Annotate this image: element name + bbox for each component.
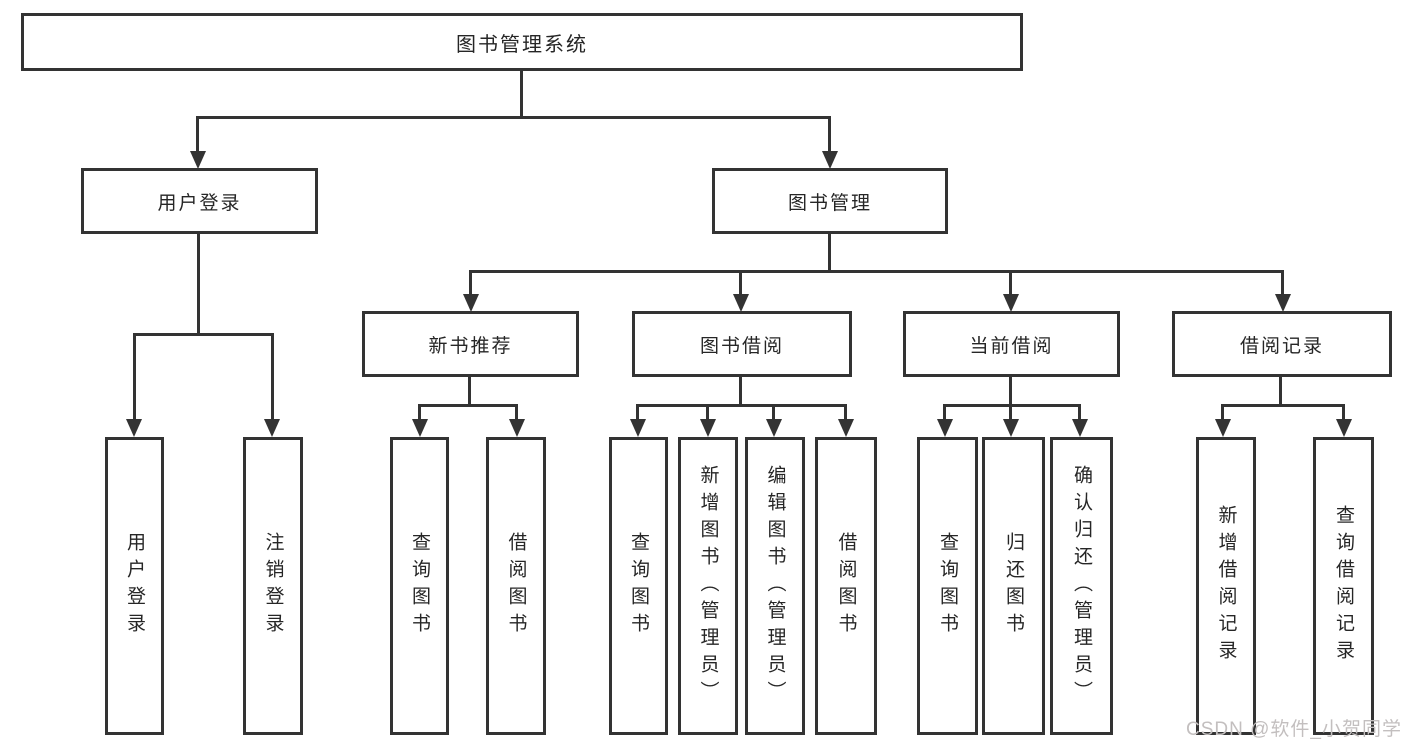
arrowhead-down-icon — [1215, 419, 1231, 437]
node-label: 借阅记录 — [1239, 335, 1324, 357]
connector-line — [418, 404, 421, 420]
arrowhead-down-icon — [463, 294, 479, 312]
node-root-system: 图书管理系统 — [21, 13, 1023, 71]
connector-line — [636, 404, 847, 407]
connector-line — [943, 404, 946, 420]
connector-line — [197, 233, 200, 336]
arrowhead-down-icon — [412, 419, 428, 437]
node-label: 图书管理系统 — [456, 33, 588, 56]
csdn-watermark: CSDN @软件_小贺同学 — [1186, 719, 1402, 740]
connector-line — [1342, 404, 1345, 420]
arrowhead-down-icon — [733, 294, 749, 312]
node-label: 归还图书 — [1003, 532, 1024, 640]
node-user-login: 用户登录 — [81, 168, 318, 234]
arrowhead-down-icon — [630, 419, 646, 437]
node-label: 新增借阅记录 — [1215, 505, 1237, 667]
connector-line — [1009, 374, 1012, 407]
arrowhead-down-icon — [126, 419, 142, 437]
node-label: 编辑图书（管理员） — [764, 464, 786, 708]
node-book-borrow: 图书借阅 — [632, 311, 852, 377]
connector-line — [828, 116, 831, 152]
leaf-query-borrow-record: 查询借阅记录 — [1313, 437, 1374, 735]
leaf-add-books-admin: 新增图书（管理员） — [678, 437, 738, 735]
arrowhead-down-icon — [1003, 419, 1019, 437]
connector-line — [196, 116, 831, 119]
node-book-management: 图书管理 — [712, 168, 948, 234]
node-label: 查询图书 — [409, 532, 430, 640]
node-current-borrow: 当前借阅 — [903, 311, 1120, 377]
arrowhead-down-icon — [1072, 419, 1088, 437]
connector-line — [636, 404, 639, 420]
leaf-query-books-recommend: 查询图书 — [390, 437, 449, 735]
connector-line — [133, 333, 274, 336]
connector-line — [828, 233, 831, 273]
leaf-query-books-borrow: 查询图书 — [609, 437, 668, 735]
connector-line — [196, 116, 199, 152]
connector-line — [1009, 404, 1012, 420]
connector-line — [1009, 270, 1012, 296]
node-label: 借阅图书 — [505, 532, 527, 640]
leaf-query-books-current: 查询图书 — [917, 437, 978, 735]
connector-line — [469, 270, 472, 296]
connector-line — [418, 404, 518, 407]
node-label: 查询图书 — [937, 532, 958, 640]
connector-line — [1078, 404, 1081, 420]
arrowhead-down-icon — [838, 419, 854, 437]
node-label: 用户登录 — [157, 192, 242, 214]
node-label: 图书借阅 — [699, 335, 784, 357]
connector-line — [133, 333, 136, 420]
node-label: 新书推荐 — [428, 335, 513, 357]
connector-line — [772, 404, 775, 420]
connector-line — [520, 70, 523, 117]
node-borrow-records: 借阅记录 — [1172, 311, 1392, 377]
arrowhead-down-icon — [700, 419, 716, 437]
leaf-confirm-return-admin: 确认归还（管理员） — [1050, 437, 1113, 735]
arrowhead-down-icon — [264, 419, 280, 437]
connector-line — [739, 374, 742, 407]
connector-line — [943, 404, 1081, 407]
connector-line — [844, 404, 847, 420]
connector-line — [468, 374, 471, 407]
node-label: 图书管理 — [787, 192, 872, 214]
arrowhead-down-icon — [1275, 294, 1291, 312]
node-label: 注销登录 — [262, 532, 284, 640]
connector-line — [706, 404, 709, 420]
arrowhead-down-icon — [509, 419, 525, 437]
arrowhead-down-icon — [1336, 419, 1352, 437]
node-label: 查询借阅记录 — [1333, 505, 1354, 667]
leaf-return-books: 归还图书 — [982, 437, 1045, 735]
connector-line — [1221, 404, 1345, 407]
arrowhead-down-icon — [937, 419, 953, 437]
connector-line — [271, 333, 274, 420]
leaf-add-borrow-record: 新增借阅记录 — [1196, 437, 1256, 735]
arrowhead-down-icon — [1003, 294, 1019, 312]
arrowhead-down-icon — [822, 151, 838, 169]
arrowhead-down-icon — [190, 151, 206, 169]
node-new-book-recommend: 新书推荐 — [362, 311, 579, 377]
node-label: 借阅图书 — [835, 532, 857, 640]
connector-line — [1221, 404, 1224, 420]
node-label: 确认归还（管理员） — [1071, 464, 1092, 708]
node-label: 当前借阅 — [969, 335, 1054, 357]
connector-line — [1281, 270, 1284, 296]
node-label: 新增图书（管理员） — [697, 464, 719, 708]
node-label: 用户登录 — [124, 532, 145, 640]
leaf-borrow-books-recommend: 借阅图书 — [486, 437, 546, 735]
connector-line — [739, 270, 742, 296]
leaf-user-login: 用户登录 — [105, 437, 164, 735]
connector-line — [1279, 374, 1282, 407]
leaf-edit-books-admin: 编辑图书（管理员） — [745, 437, 805, 735]
arrowhead-down-icon — [766, 419, 782, 437]
node-label: 查询图书 — [628, 532, 649, 640]
leaf-logout: 注销登录 — [243, 437, 303, 735]
connector-line — [469, 270, 1284, 273]
connector-line — [515, 404, 518, 420]
leaf-borrow-books: 借阅图书 — [815, 437, 877, 735]
